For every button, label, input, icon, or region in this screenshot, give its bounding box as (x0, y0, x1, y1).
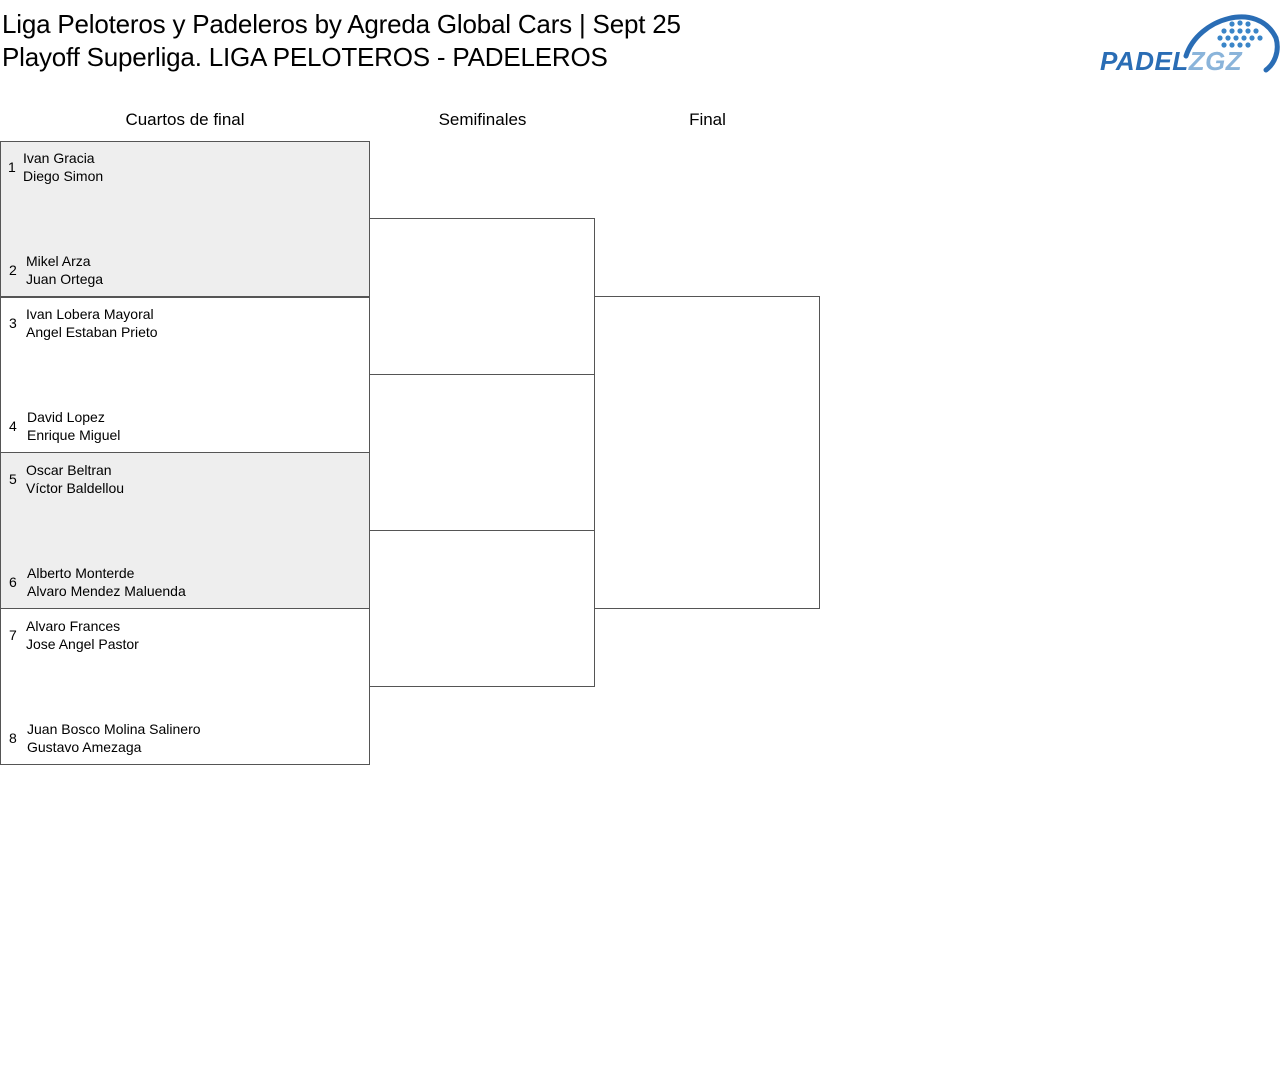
player-name: Alberto Monterde (27, 565, 135, 581)
player-name: Alvaro Frances (26, 618, 121, 634)
logo-wordmark-zgz: ZGZ (1188, 46, 1243, 76)
team-names: Ivan Gracia Diego Simon (23, 149, 103, 185)
seed-number: 5 (9, 471, 17, 487)
team-names: Juan Bosco Molina Salinero Gustavo Ameza… (27, 720, 201, 756)
player-name: Jose Angel Pastor (26, 636, 139, 652)
player-name: Diego Simon (23, 168, 104, 184)
player-name: Mikel Arza (26, 253, 91, 269)
player-name: Alvaro Mendez Maluenda (27, 583, 186, 599)
page-subtitle: Playoff Superliga. LIGA PELOTEROS - PADE… (2, 42, 608, 72)
round-header-quarterfinals: Cuartos de final (125, 110, 245, 129)
seed-number: 3 (9, 315, 17, 331)
round-header-final: Final (689, 110, 726, 129)
seed-number: 2 (9, 262, 17, 278)
player-name: Ivan Lobera Mayoral (26, 306, 154, 322)
player-name: Angel Estaban Prieto (26, 324, 158, 340)
seed-number: 7 (9, 627, 17, 643)
quarterfinal-match-4: 7 Alvaro Frances Jose Angel Pastor 8 Jua… (0, 608, 370, 765)
player-name: Juan Bosco Molina Salinero (27, 721, 201, 737)
player-name: David Lopez (27, 409, 105, 425)
player-name: Oscar Beltran (26, 462, 112, 478)
team-names: Oscar Beltran Víctor Baldellou (26, 461, 124, 497)
team-names: Ivan Lobera Mayoral Angel Estaban Prieto (26, 305, 158, 341)
final-match (594, 296, 820, 609)
round-header-semifinals: Semifinales (438, 110, 527, 129)
seed-number: 1 (8, 159, 16, 175)
quarterfinal-match-3: 5 Oscar Beltran Víctor Baldellou 6 Alber… (0, 452, 370, 609)
player-name: Enrique Miguel (27, 427, 121, 443)
player-name: Víctor Baldellou (26, 480, 125, 496)
seed-number: 4 (9, 418, 17, 434)
team-names: Alvaro Frances Jose Angel Pastor (26, 617, 139, 653)
quarterfinal-match-2: 3 Ivan Lobera Mayoral Angel Estaban Prie… (0, 296, 370, 453)
player-name: Ivan Gracia (23, 150, 95, 166)
seed-number: 6 (9, 574, 17, 590)
team-names: Mikel Arza Juan Ortega (26, 252, 103, 288)
page-title: Liga Peloteros y Padeleros by Agreda Glo… (2, 9, 681, 39)
logo-wordmark-padel: PADEL (1100, 46, 1189, 76)
player-name: Gustavo Amezaga (27, 739, 142, 755)
player-name: Juan Ortega (26, 271, 104, 287)
seed-number: 8 (9, 730, 17, 746)
padelzgz-logo: PADELZGZ (1098, 8, 1280, 76)
team-names: David Lopez Enrique Miguel (27, 408, 120, 444)
semifinal-match-2 (369, 530, 595, 687)
semifinal-match-1 (369, 218, 595, 375)
logo-wordmark: PADELZGZ (1100, 46, 1242, 77)
padel-ball-icon (1183, 14, 1280, 73)
team-names: Alberto Monterde Alvaro Mendez Maluenda (27, 564, 186, 600)
quarterfinal-match-1: 1 Ivan Gracia Diego Simon 2 Mikel Arza J… (0, 141, 370, 298)
